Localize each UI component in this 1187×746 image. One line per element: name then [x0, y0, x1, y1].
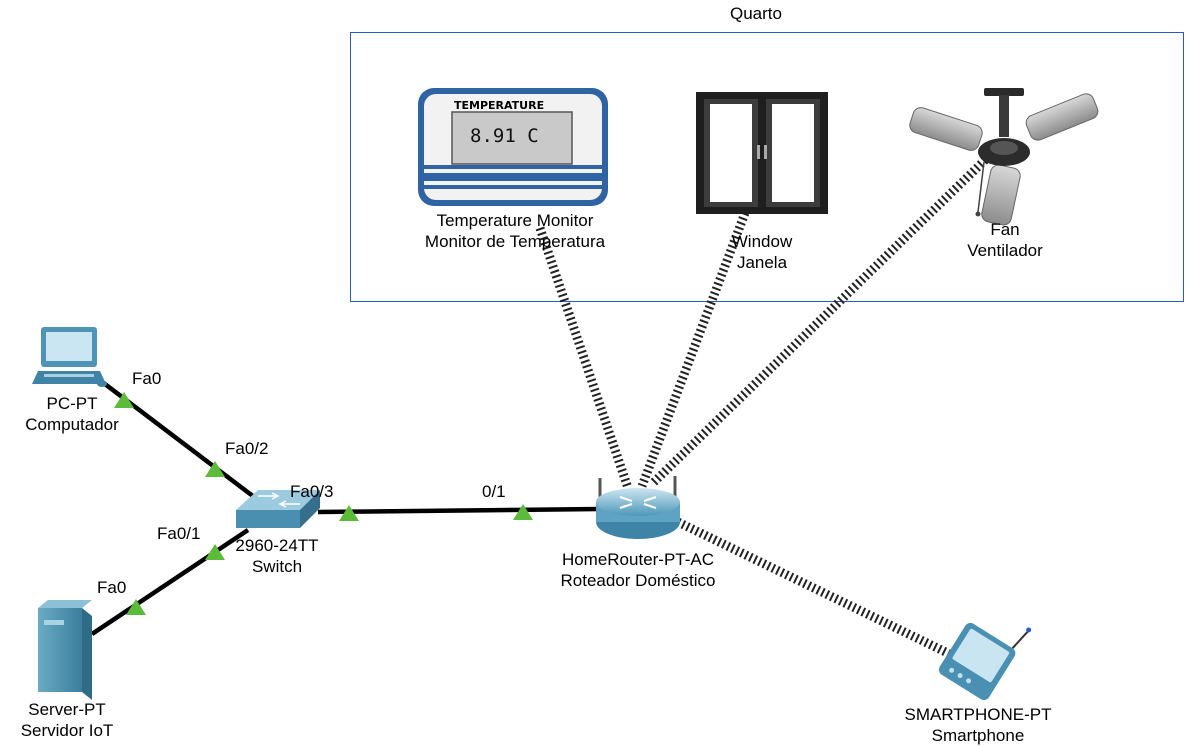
- window-device[interactable]: [696, 92, 828, 214]
- smartphone-subname: Smartphone: [931, 726, 1025, 745]
- temperature-monitor-label: Temperature Monitor Monitor de Temperatu…: [425, 210, 605, 252]
- switch-device[interactable]: [236, 490, 320, 528]
- router-device[interactable]: [596, 476, 680, 539]
- port-label-server-fa0: Fa0: [97, 578, 127, 597]
- status-triangle-switch-fa02: [205, 461, 225, 477]
- fan-name: Fan: [990, 220, 1020, 239]
- status-triangle-server: [126, 599, 146, 615]
- status-triangle-pc: [114, 392, 134, 408]
- fan-subname: Ventilador: [967, 241, 1043, 260]
- pc-name: PC-PT: [46, 394, 98, 413]
- wireless-link-temperature: [535, 226, 633, 490]
- smartphone-label: SMARTPHONE-PT Smartphone: [904, 704, 1051, 746]
- wireless-link-window: [637, 211, 750, 488]
- fan-label: Fan Ventilador: [967, 219, 1043, 261]
- pc-device[interactable]: [32, 327, 107, 387]
- window-name: Window: [731, 232, 793, 251]
- router-subname: Roteador Doméstico: [560, 571, 716, 590]
- link-switch-router: [317, 506, 601, 515]
- server-subname: Servidor IoT: [20, 721, 114, 740]
- temperature-reading: 8.91 C: [470, 125, 539, 147]
- smartphone-device[interactable]: [937, 598, 1032, 702]
- status-triangle-router: [513, 504, 533, 520]
- link-status-indicators: [114, 392, 533, 615]
- status-triangle-switch-fa03: [339, 505, 359, 521]
- port-label-switch-fa0-1: Fa0/1: [157, 524, 201, 543]
- server-label: Server-PT Servidor IoT: [21, 699, 114, 741]
- port-label-switch-fa0-2: Fa0/2: [225, 439, 269, 458]
- wireless-link-smartphone: [676, 517, 964, 665]
- temperature-screen-header: TEMPERATURE: [454, 99, 544, 112]
- link-switch-server: [90, 528, 250, 636]
- wireless-links: [535, 156, 989, 665]
- server-device[interactable]: [38, 600, 92, 700]
- router-name: HomeRouter-PT-AC: [561, 550, 715, 569]
- area-quarto-box[interactable]: [350, 32, 1184, 302]
- smartphone-name: SMARTPHONE-PT: [904, 705, 1052, 724]
- window-label: Window Janela: [732, 231, 792, 273]
- fan-device[interactable]: [908, 88, 1101, 226]
- temperature-monitor-device[interactable]: TEMPERATURE 8.91 C: [418, 88, 608, 206]
- port-label-router-0-1: 0/1: [482, 482, 506, 501]
- router-label: HomeRouter-PT-AC Roteador Doméstico: [561, 549, 716, 591]
- pc-subname: Computador: [25, 415, 119, 434]
- port-label-pc-fa0: Fa0: [132, 369, 162, 388]
- temperature-monitor-name: Temperature Monitor: [436, 211, 594, 230]
- window-subname: Janela: [736, 253, 788, 272]
- status-triangle-switch-fa01: [205, 544, 225, 560]
- server-name: Server-PT: [28, 700, 106, 719]
- switch-label: 2960-24TT Switch: [235, 535, 318, 577]
- pc-label: PC-PT Computador: [25, 393, 119, 435]
- port-label-switch-fa0-3: Fa0/3: [290, 482, 334, 501]
- temperature-monitor-subname: Monitor de Temperatura: [424, 232, 606, 251]
- switch-name: 2960-24TT: [235, 536, 319, 555]
- area-title: Quarto: [726, 4, 786, 24]
- switch-subname: Switch: [251, 557, 303, 576]
